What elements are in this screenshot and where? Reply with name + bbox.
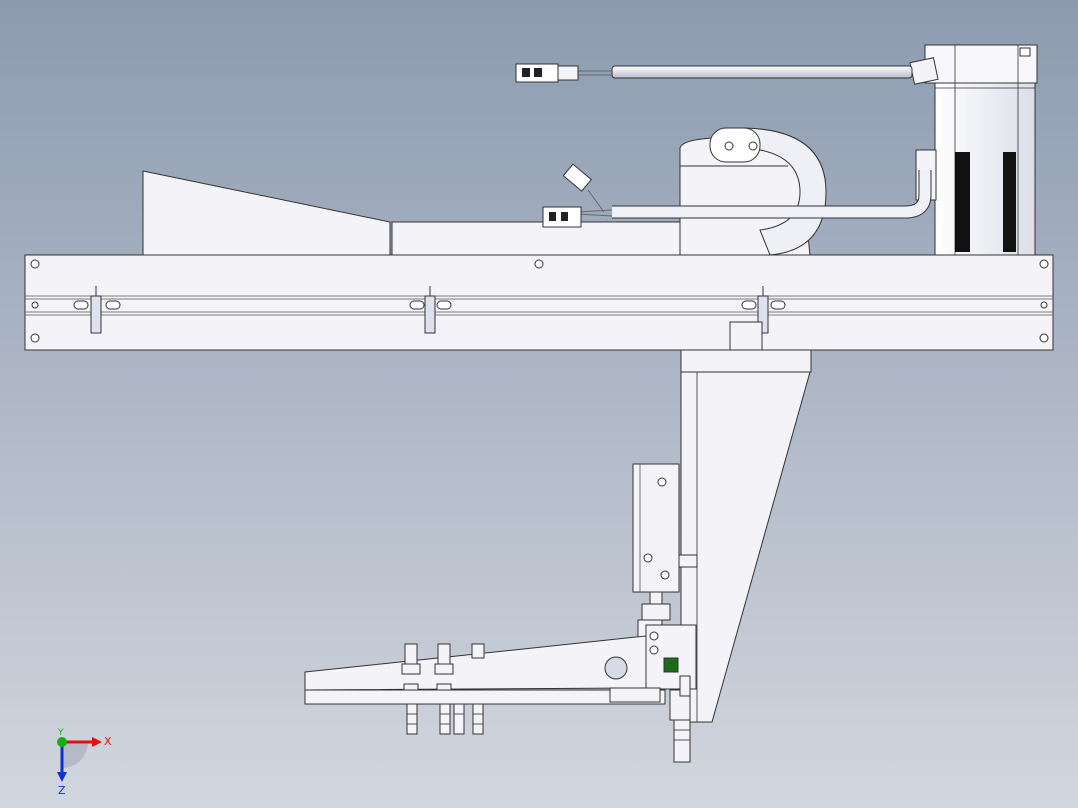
x-axis-arrowhead: [92, 737, 102, 747]
x-axis-label: X: [104, 735, 112, 748]
rear-housing: [142, 170, 683, 256]
z-axis-label: Z: [58, 784, 66, 797]
motor-cable-top: [578, 65, 913, 79]
suction-fittings: [401, 643, 485, 735]
servo-motor: [909, 44, 1038, 256]
y-axis-label: Y: [57, 728, 64, 738]
drag-chain-bracket: [679, 127, 827, 256]
linear-beam: [24, 254, 1054, 351]
z-axis-arrowhead: [57, 772, 67, 782]
sensor-block: [632, 463, 698, 593]
connector-lower: [542, 163, 605, 228]
connector-top: [515, 63, 579, 83]
axis-triad[interactable]: X Y Z: [57, 728, 112, 797]
y-axis-dot: [57, 737, 67, 747]
vertical-arm: [680, 371, 811, 723]
cable-clips: [90, 286, 769, 334]
motor-cable-lower: [577, 170, 932, 219]
gripper-base-plate: [304, 635, 666, 705]
z-actuator: [637, 591, 697, 763]
